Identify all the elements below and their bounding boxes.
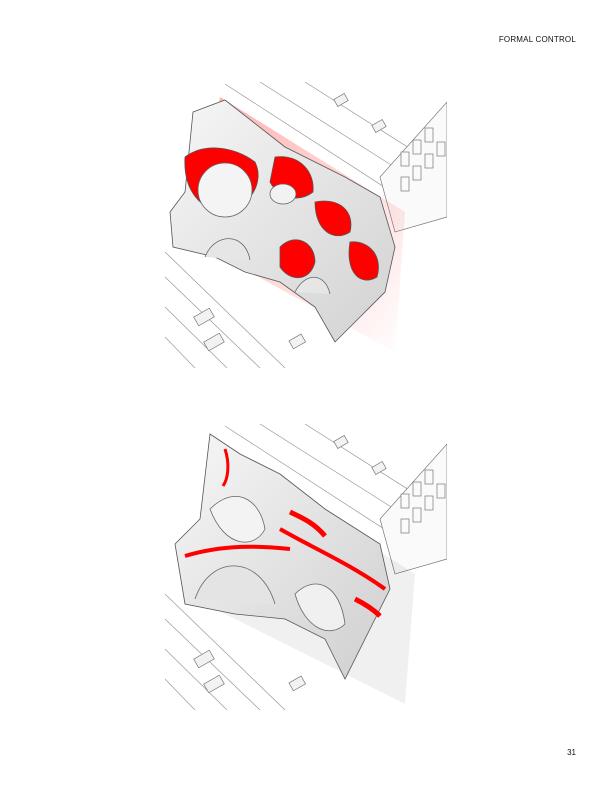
adjacent-building-facade (379, 101, 447, 233)
adjacent-building-facade (379, 443, 447, 575)
axonometric-drawing-top (165, 82, 447, 368)
rooftop-units (193, 435, 387, 694)
carved-mass (169, 99, 396, 343)
axonometric-drawing-bottom (165, 424, 447, 710)
site-context-lines (165, 424, 447, 710)
rooftop-units (193, 93, 387, 352)
section-title: FORMAL CONTROL (498, 35, 576, 44)
axonometric-svg-bottom (165, 424, 447, 710)
carved-mass (174, 433, 391, 680)
page-number: 31 (567, 748, 576, 757)
axonometric-svg-top (165, 82, 447, 368)
